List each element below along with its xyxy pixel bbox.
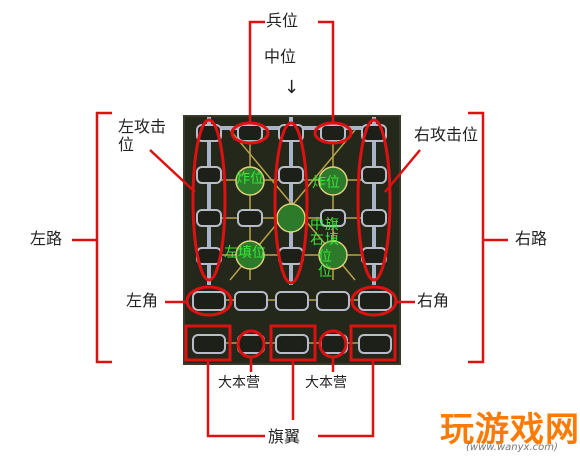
camp-left-top — [235, 166, 265, 196]
camp-center — [276, 203, 306, 233]
label-da-ben-ying-right: 大本营 — [305, 375, 347, 391]
left-attack-oval — [191, 118, 227, 282]
red-connectors — [72, 20, 508, 438]
label-zuo-lu: 左路 — [30, 229, 63, 248]
camp-left-bottom — [235, 240, 265, 270]
board-label-zha-wei-left: 炸位 — [236, 171, 264, 187]
right-attack-oval — [356, 118, 392, 282]
label-bing-wei: 兵位 — [266, 11, 299, 30]
watermark-logo: 玩游戏网 — [440, 410, 580, 450]
label-da-ben-ying-left: 大本营 — [218, 375, 260, 391]
board-label-zhong-you-col1: 中右 — [310, 217, 324, 248]
board-label-zhong-you-col3: 位位 — [318, 249, 332, 280]
label-zhong-wei: 中位 — [264, 47, 297, 66]
board-label-zha-wei-right: 炸位 — [312, 175, 340, 191]
down-arrow-icon: ↓ — [284, 77, 300, 98]
camp-right-top — [318, 166, 348, 196]
watermark-url: (www.wanyx.com) — [466, 442, 558, 453]
board-label-zuo-tian-wei: 左填位 — [224, 245, 266, 261]
center-oval — [273, 121, 309, 285]
camp-circles — [235, 166, 348, 270]
label-zuo-gong-ji-wei: 左攻击位 — [118, 117, 167, 155]
label-you-gong-ji-wei: 右攻击位 — [414, 125, 479, 144]
board-label-zhong-you-col2: 旗填 — [325, 217, 339, 248]
label-qi-yi: 旗翼 — [268, 427, 301, 446]
label-zuo-jiao: 左角 — [126, 291, 159, 310]
camp-right-bottom — [318, 240, 348, 270]
label-you-lu: 右路 — [515, 229, 548, 248]
label-you-jiao: 右角 — [417, 291, 450, 310]
